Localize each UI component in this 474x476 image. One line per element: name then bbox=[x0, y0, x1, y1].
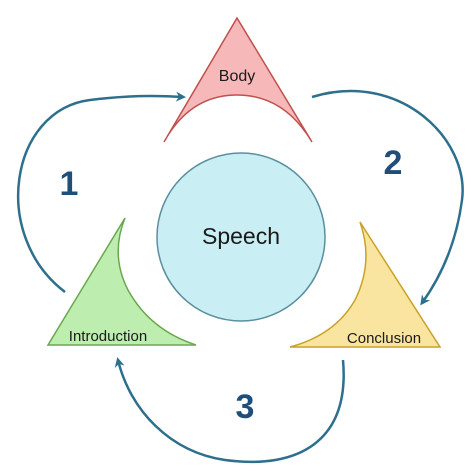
arrow-conclusion-to-introduction bbox=[114, 357, 345, 464]
body-triangle bbox=[163, 16, 313, 143]
step-number-3: 3 bbox=[236, 388, 255, 426]
arrow-body-to-conclusion bbox=[311, 89, 464, 306]
conclusion-label: Conclusion bbox=[347, 330, 421, 347]
arrow-introduction-to-body bbox=[16, 91, 186, 293]
conclusion-triangle bbox=[289, 221, 442, 348]
step-number-2: 2 bbox=[384, 144, 403, 182]
speech-label: Speech bbox=[202, 223, 280, 249]
introduction-triangle bbox=[46, 217, 197, 346]
speech-circle bbox=[156, 152, 326, 322]
step-number-1: 1 bbox=[60, 165, 79, 203]
body-label: Body bbox=[219, 68, 255, 85]
introduction-label: Introduction bbox=[69, 328, 147, 345]
